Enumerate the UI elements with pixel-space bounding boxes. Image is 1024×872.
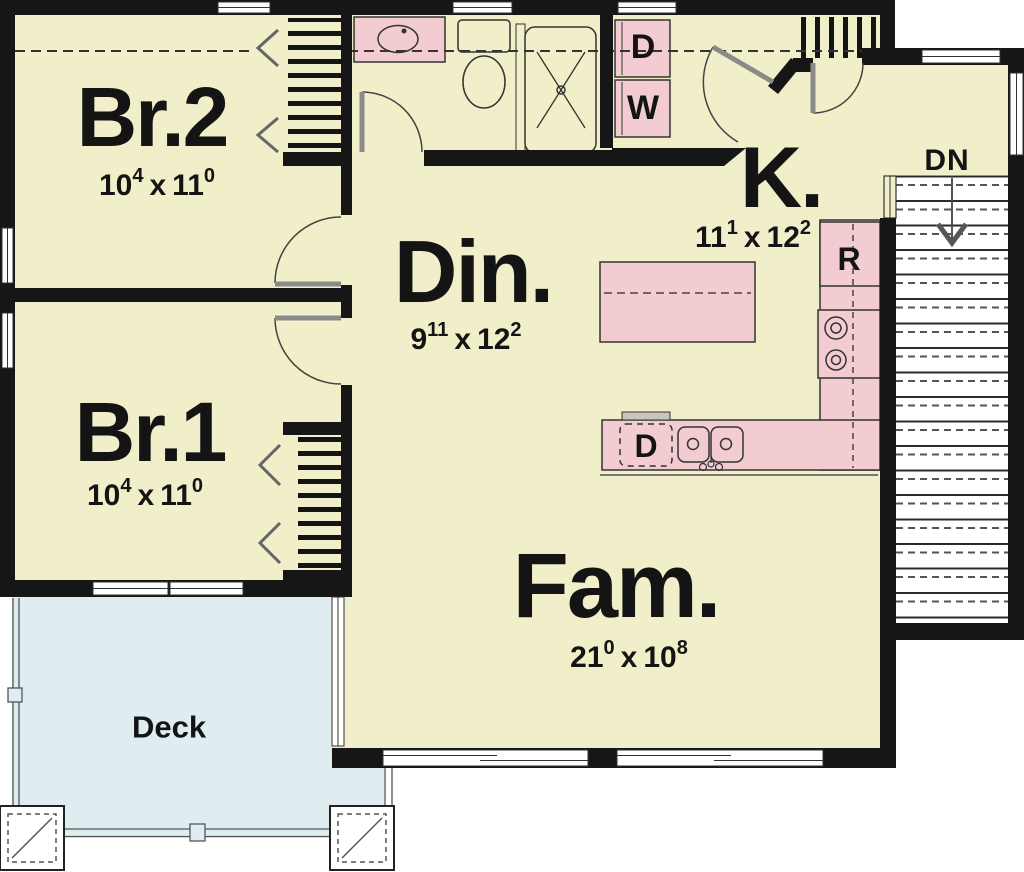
- deck-label: Deck: [131, 709, 207, 745]
- dishwasher-label: D: [634, 428, 658, 464]
- wall-angled: [768, 58, 801, 94]
- window-br1-deck-1: [92, 581, 169, 596]
- refrigerator-label: R: [837, 241, 861, 277]
- door-laundry: [702, 44, 775, 143]
- window-top-laundry: [617, 1, 677, 14]
- door-br2: [274, 216, 342, 287]
- closet-chevrons: [255, 28, 282, 565]
- stairs-down-label: DN: [924, 144, 970, 177]
- room-label-kitchen: K.: [740, 130, 824, 226]
- wall-hall-mid: [341, 285, 352, 318]
- wall-top-step: [880, 15, 895, 65]
- stair-treads: [896, 175, 1008, 623]
- vanity-sink-icon: [377, 24, 419, 54]
- wall-hall-lower: [341, 385, 352, 597]
- wall-right: [1008, 48, 1024, 640]
- toilet-bowl-icon: [462, 55, 506, 109]
- closet-br1-hatch: [298, 435, 341, 570]
- refrigerator-box: [819, 221, 881, 287]
- washer-box: [614, 79, 671, 138]
- window-left-br2: [1, 227, 14, 284]
- door-bathroom: [359, 91, 423, 153]
- deck-posts: [0, 805, 395, 871]
- room-label-br2: Br.2: [76, 70, 230, 164]
- wall-closet-br2-bottom: [283, 152, 341, 166]
- room-label-din: Din.: [393, 222, 554, 321]
- slider-fam-south-2: [616, 749, 824, 767]
- wall-stair-left: [880, 218, 896, 768]
- room-label-br1: Br.1: [74, 385, 228, 479]
- room-label-fam: Fam.: [512, 535, 722, 637]
- sink-bowl-right: [710, 426, 744, 463]
- window-left-br1: [1, 312, 14, 369]
- washer-label: W: [626, 89, 660, 127]
- dryer-box: [614, 19, 671, 78]
- down-arrow-icon: [935, 222, 969, 248]
- vanity: [353, 16, 446, 63]
- wall-laundry-west: [600, 15, 613, 148]
- window-fam-west: [331, 596, 345, 747]
- wall-laundry-south: [612, 148, 746, 166]
- window-top-bath: [452, 1, 513, 14]
- wall-closet-br1-bottom: [283, 570, 341, 583]
- doors: [274, 44, 864, 385]
- window-right-stairs: [1009, 72, 1024, 156]
- door-pantry: [810, 62, 864, 114]
- dryer-label: D: [630, 28, 656, 66]
- deck-floor: [12, 597, 384, 838]
- slider-fam-south-1: [382, 749, 589, 767]
- wall-bedroom-divider: [0, 288, 352, 302]
- dishwasher-front: [621, 411, 671, 421]
- windows: [1, 1, 1024, 767]
- laundry-appliances: [614, 19, 671, 138]
- wall-top: [0, 0, 895, 15]
- wall-closet-br1-top: [283, 422, 341, 435]
- wall-bath-south: [424, 150, 612, 166]
- window-top-br2: [217, 1, 271, 14]
- window-top-stairs: [921, 49, 1001, 64]
- closet-br2-hatch: [288, 18, 341, 152]
- staircase: [883, 175, 1008, 623]
- wall-pantry-cap: [862, 48, 880, 65]
- kitchen-fixtures: [599, 219, 881, 476]
- toilet-tank-icon: [457, 19, 511, 53]
- sink-bowl-left: [677, 426, 710, 463]
- window-br1-deck-2: [169, 581, 244, 596]
- wall-stair-bottom: [896, 623, 1024, 640]
- wall-hall-upper: [341, 15, 352, 215]
- kitchen-island: [599, 261, 756, 343]
- door-br1: [274, 315, 342, 385]
